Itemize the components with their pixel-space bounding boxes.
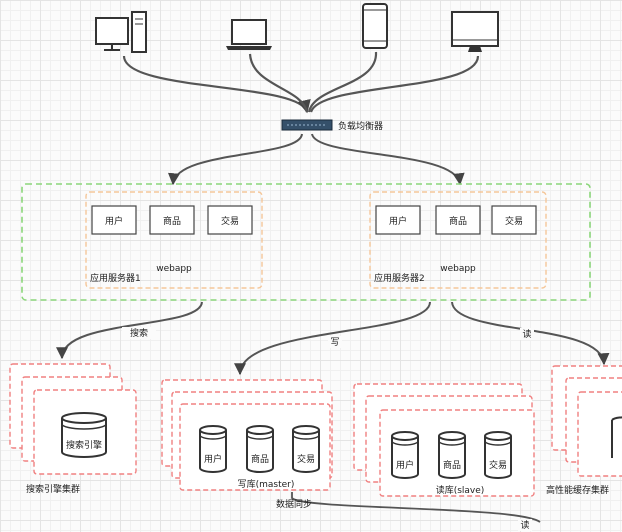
server1-module-user <box>91 205 137 235</box>
server2-module-product <box>435 205 481 235</box>
slave-table-trade-label: 交易 <box>489 459 507 471</box>
server1-module-user-label: 用户 <box>105 215 123 227</box>
load-balancer-label: 负载均衡器 <box>338 120 383 132</box>
search-cluster-caption: 搜索引擎集群 <box>26 483 80 495</box>
slave-table-product-icon <box>438 431 466 479</box>
slave-table-trade-icon <box>484 431 512 479</box>
master-table-user-icon <box>199 425 227 473</box>
cache-cluster <box>551 365 622 477</box>
master-table-user-label: 用户 <box>204 453 222 465</box>
search-edge-label: 搜索 <box>130 327 148 339</box>
server1-caption: 应用服务器1 <box>90 272 141 284</box>
server1-module-product-label: 商品 <box>163 215 181 227</box>
read-bottom-edge-label: 读 <box>520 519 529 531</box>
master-table-trade-label: 交易 <box>297 453 315 465</box>
laptop-icon <box>226 19 272 50</box>
slave-table-product-label: 商品 <box>443 459 461 471</box>
lb-to-servers <box>168 133 465 186</box>
monitor-icon <box>451 11 499 52</box>
phone-icon <box>362 3 388 49</box>
slave-table-user-icon <box>391 431 419 479</box>
desktop-pc-icon <box>95 11 147 53</box>
server-to-storage <box>56 301 610 523</box>
server1-module-trade <box>207 205 253 235</box>
server2-module-product-label: 商品 <box>449 215 467 227</box>
server2-module-trade <box>491 205 537 235</box>
server2-module-user <box>375 205 421 235</box>
cache-cluster-caption: 高性能缓存集群 <box>546 484 609 496</box>
client-links <box>122 51 480 114</box>
app-server-1 <box>85 191 263 289</box>
app-server-group <box>21 183 591 301</box>
server2-module-user-label: 用户 <box>389 215 407 227</box>
server2-module-trade-label: 交易 <box>505 215 523 227</box>
slave-table-user-label: 用户 <box>396 459 414 471</box>
master-table-trade-icon <box>292 425 320 473</box>
master-table-product-label: 商品 <box>251 453 269 465</box>
search-engine-node <box>61 412 107 458</box>
master-table-product-icon <box>246 425 274 473</box>
read-edge-label: 读 <box>522 328 531 340</box>
slave-db-caption: 读库(slave) <box>436 484 485 496</box>
master-db-caption: 写库(master) <box>238 478 295 490</box>
server1-module-trade-label: 交易 <box>221 215 239 227</box>
app-server-2 <box>369 191 547 289</box>
server2-webapp-label: webapp <box>440 264 476 274</box>
search-engine-label: 搜索引擎 <box>66 439 102 451</box>
server2-caption: 应用服务器2 <box>374 272 425 284</box>
sync-edge-label: 数据同步 <box>276 498 312 510</box>
server1-module-product <box>149 205 195 235</box>
write-edge-label: 写 <box>330 337 339 348</box>
load-balancer-icon <box>281 119 333 131</box>
server1-webapp-label: webapp <box>156 264 192 274</box>
